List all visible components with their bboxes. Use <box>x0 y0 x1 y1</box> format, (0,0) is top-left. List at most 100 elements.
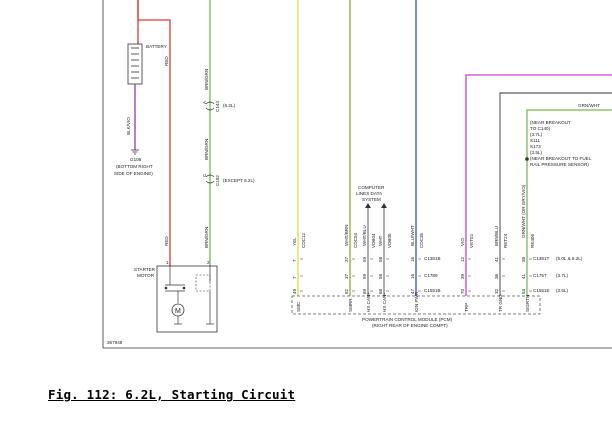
wire-color-label: VIO <box>460 238 465 246</box>
ground-wire-color: BLK/VIO <box>126 117 131 135</box>
c182-pin: C <box>202 173 207 177</box>
wire-color-label: YEL <box>292 237 297 246</box>
pin-number: 37 <box>344 256 349 262</box>
ground-id: G106 <box>130 157 142 162</box>
right-connector-id: C1381T <box>533 256 550 261</box>
pin-number: 38 <box>521 256 526 262</box>
right-connector-labels: C1381T (5.0L & 6.2L) C175T (3.7L) C1551E (3.5… <box>533 256 583 293</box>
starter-solenoid-icon: M <box>164 266 214 325</box>
pin-number: 82 <box>344 288 349 294</box>
wire-grn-wht <box>526 109 612 296</box>
pin-number: 58 <box>378 256 383 262</box>
right-top-wire-color: GRN/WHT <box>578 103 600 108</box>
c144-note: (6.2L) <box>223 103 235 108</box>
pcm-pin-label: SMC <box>296 301 301 312</box>
wire-circuit-label: CDC12 <box>301 232 306 248</box>
pin-number: 36 <box>494 273 499 279</box>
c144-pin: A <box>202 100 207 104</box>
c144-id: C144 <box>215 101 220 112</box>
figure-caption: Fig. 112: 6.2L, Starting Circuit <box>48 387 296 402</box>
splice-note-line: TO C140) <box>530 126 551 131</box>
wire-brn-blu <box>499 92 612 296</box>
wire-circuit-label: VET02 <box>469 234 474 248</box>
pin-number: 37 <box>344 273 349 279</box>
pcm-pin-label: TRP <box>464 303 469 312</box>
pin-number: 12 <box>460 256 465 262</box>
starter-motor-box <box>156 265 218 333</box>
pin-number: 69 <box>362 288 367 294</box>
battery-red-wire <box>137 0 171 266</box>
pin-number: 59 <box>362 256 367 262</box>
starter-pin-2: 2 <box>207 260 210 265</box>
starter-wire-color: RED <box>164 236 169 246</box>
wire-circuit-label: RET24 <box>503 233 508 248</box>
splice-note-line: S111 <box>530 138 540 143</box>
splice-note-line: (NEAR BREAKOUT TO FUEL <box>530 156 592 161</box>
pin-number: 32 <box>494 288 499 294</box>
pcm-pin-label: SMRR <box>348 298 353 312</box>
pin-number: 47 <box>410 288 415 294</box>
splice-note-line: (NEAR BREAKOUT <box>530 120 571 125</box>
wire-color-label: BRN/BLU <box>494 226 499 246</box>
pcm-connector-id: C1789 <box>424 273 438 278</box>
right-connector-note: (5.0L & 6.2L) <box>556 256 583 261</box>
pcm-title: POWERTRAIN CONTROL MODULE (PCM) <box>362 317 453 322</box>
pin-number: 7 <box>292 259 297 262</box>
pin-number: 41 <box>494 256 499 262</box>
svg-text:M: M <box>175 308 181 315</box>
data-lines-arrow-icon <box>365 203 387 212</box>
pin-number: 16 <box>410 256 415 262</box>
starter-pin-1: 1 <box>166 260 169 265</box>
control-wire-color-3: BRN/GRN <box>204 227 209 248</box>
control-wire-color-2: BRN/GRN <box>204 139 209 160</box>
pin-number: 49 <box>292 288 297 294</box>
wire-color-label: WHT <box>378 235 383 246</box>
right-connector-note: (3.5L) <box>556 288 568 293</box>
splice-dot-icon <box>525 157 529 161</box>
pin-number: 39 <box>460 273 465 279</box>
pin-rows: 7749373782595969585868161647123970413632… <box>292 256 532 294</box>
pcm-pin-label: HS CAN+ <box>366 292 371 312</box>
pcm-connector-id: C1551B <box>424 288 441 293</box>
wire-color-label: WHT/BRN <box>344 225 349 246</box>
pcm-pin-labels: SMC SMRR HS CAN+ HS CAN- IGN PWR TRP TR GND SIG… <box>296 291 530 312</box>
splice-note-line: (3.5L) <box>530 150 542 155</box>
battery-label: BATTERY <box>146 44 167 49</box>
right-connector-id: C1551E <box>533 288 550 293</box>
wire-color-label: BLU/WHT <box>410 225 415 246</box>
pcm-pin-label: TR GND <box>498 294 503 312</box>
pin-number: 68 <box>378 288 383 294</box>
pin-number: 58 <box>378 273 383 279</box>
pcm-pin-label: IGN PWR <box>414 291 419 312</box>
battery-wire-color: RED <box>164 56 169 66</box>
c182-note: (EXCEPT 6.2L) <box>223 178 255 183</box>
pin-number: 70 <box>460 288 465 294</box>
pin-number: 41 <box>521 273 526 279</box>
wire-circuit-label: VDB04 <box>371 233 376 248</box>
pin-number: 7 <box>292 276 297 279</box>
pcm-box <box>291 295 541 315</box>
battery-icon <box>127 43 143 85</box>
pcm-pin-label: HS CAN- <box>382 293 387 312</box>
diagram-id: 367948 <box>107 340 123 345</box>
right-connector-note: (3.7L) <box>556 273 568 278</box>
wiring-diagram: 367948 BATTERY RED BLK/VIO G106 (BOTTOM … <box>102 0 612 349</box>
connector-c144-icon <box>205 101 215 111</box>
right-connector-id: C175T <box>533 273 547 278</box>
data-lines-title: COMPUTER LINES DATA SYSTEM <box>356 185 386 202</box>
wire-vio <box>465 74 612 296</box>
splice-note-line: S173 <box>530 144 541 149</box>
pcm-pin-label: SIGRTN <box>525 295 530 312</box>
splice-note-line: RAIL PRESSURE SENSOR) <box>530 162 589 167</box>
pcm-location: (RIGHT REAR OF ENGINE COMPT) <box>372 323 448 328</box>
starter-label: STARTER MOTOR <box>134 267 156 278</box>
wire-color-label: GRN/WHT (OR GRY/VIO) <box>521 184 526 238</box>
wire-circuit-label: CDC35 <box>419 232 424 248</box>
wire-color-label: WHT/BLU <box>362 225 367 246</box>
wire-circuit-label: CDC54 <box>353 232 358 248</box>
pin-number: 53 <box>521 288 526 294</box>
pin-number: 16 <box>410 273 415 279</box>
